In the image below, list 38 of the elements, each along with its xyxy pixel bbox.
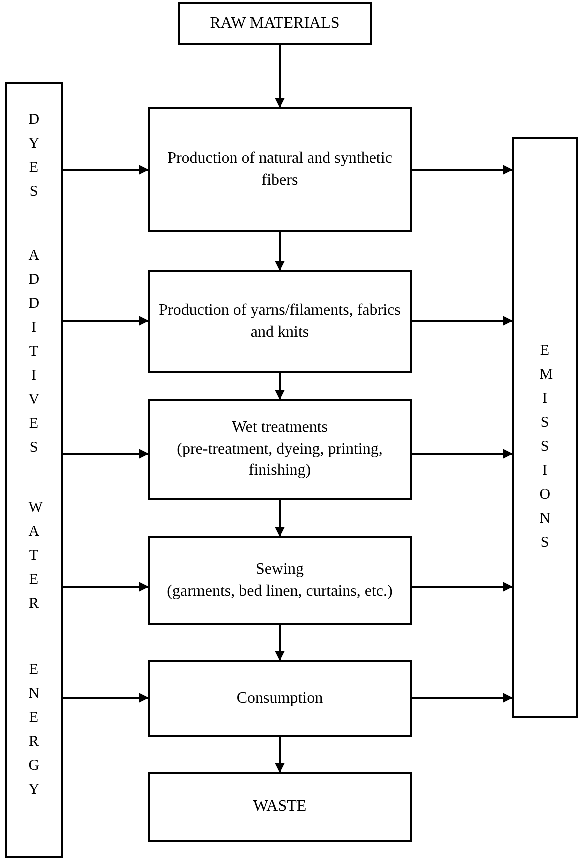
process-box — [148, 270, 412, 373]
arrow — [63, 693, 149, 703]
process-box — [148, 399, 412, 500]
node-label: Production of yarns/filaments, fabrics and knits — [158, 300, 402, 342]
arrow — [275, 45, 285, 108]
arrow — [412, 165, 513, 175]
input-column-box — [5, 82, 63, 858]
process-box — [148, 536, 412, 625]
arrow — [275, 500, 285, 537]
node-label: RAW MATERIALS — [210, 14, 340, 34]
node-description: (pre-treatment, dyeing, printing, finishing) — [176, 440, 384, 482]
output-box — [148, 772, 412, 842]
vertical-label: ADDITIVES — [28, 247, 40, 458]
arrow — [412, 582, 513, 592]
arrow — [275, 373, 285, 400]
process-box — [148, 660, 412, 737]
vertical-label: EMISSIONS — [540, 342, 550, 553]
arrow — [275, 232, 285, 271]
arrow — [412, 316, 513, 326]
node-description: (garments, bed linen, curtains, etc.) — [167, 582, 393, 602]
arrow — [412, 693, 513, 703]
node-label: Consumption — [236, 688, 324, 709]
arrow — [412, 449, 513, 459]
node-label: Production of natural and synthetic fibers — [166, 148, 394, 190]
vertical-label: ENERGY — [28, 661, 40, 800]
arrow — [63, 582, 149, 592]
node-label: WASTE — [253, 797, 307, 818]
arrow — [63, 449, 149, 459]
output-column-box — [512, 137, 578, 718]
node-label: Sewing — [256, 560, 304, 580]
node-label: Wet treatments — [232, 418, 328, 438]
arrow — [63, 165, 149, 175]
arrow — [63, 316, 149, 326]
vertical-label: DYES — [28, 111, 40, 202]
process-box — [148, 107, 412, 232]
arrow — [275, 625, 285, 661]
arrow — [275, 737, 285, 773]
title-box — [178, 2, 372, 45]
